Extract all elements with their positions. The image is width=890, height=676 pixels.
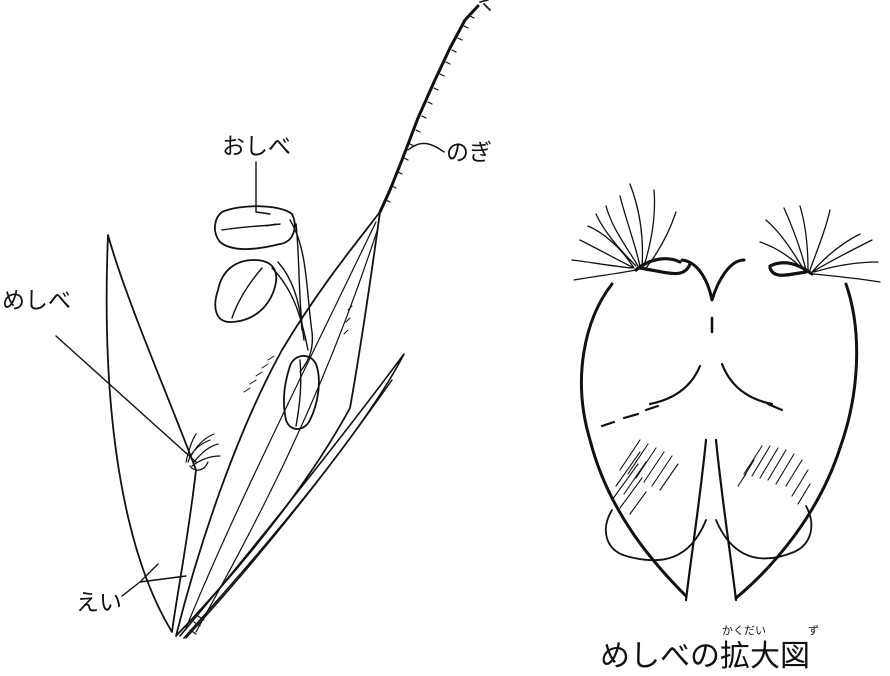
awn xyxy=(380,0,490,212)
label-pistil: めしべ xyxy=(2,288,71,314)
label-stamen: おしべ xyxy=(222,134,291,160)
pistil-small xyxy=(186,434,220,470)
caption-ruby-kakudai: かくだい xyxy=(722,624,766,637)
label-glume: えい xyxy=(76,590,122,616)
figure-caption: めしべの拡大図 xyxy=(600,639,810,674)
pistil-enlarged-figure xyxy=(572,184,880,600)
right-stigma xyxy=(760,206,880,282)
left-glume xyxy=(107,235,196,632)
floret-figure xyxy=(56,0,490,638)
ovary-outline xyxy=(581,284,686,596)
label-awn: のぎ xyxy=(446,140,492,166)
left-stigma xyxy=(572,184,676,280)
caption-ruby-zu: ず xyxy=(808,624,819,637)
